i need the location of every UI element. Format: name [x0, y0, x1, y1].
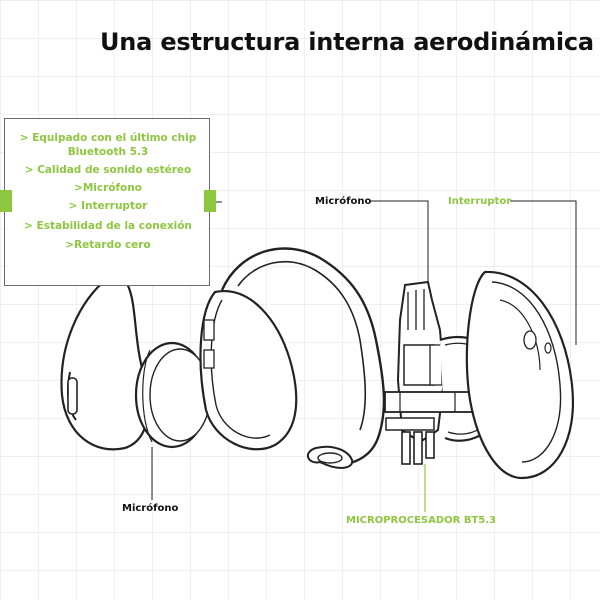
feature-item-switch: > Interruptor	[68, 200, 148, 212]
label-microphone-bottom: Micrófono	[122, 503, 179, 514]
feature-list-box: > Equipado con el último chip Bluetooth …	[4, 118, 210, 286]
feature-item-microphone: >Micrófono	[74, 182, 142, 194]
label-microprocessor: MICROPROCESADOR BT5.3	[346, 515, 496, 526]
feature-item-connection-stability: > Estabilidad de la conexión	[24, 220, 192, 232]
right-tab-marker	[204, 190, 216, 212]
feature-item-zero-latency: >Retardo cero	[65, 239, 151, 251]
page-title: Una estructura interna aerodinámica	[100, 28, 594, 56]
feature-item-stereo-sound: > Calidad de sonido estéreo	[24, 164, 192, 176]
left-tab-marker	[0, 190, 12, 212]
feature-item-bluetooth-chip: > Equipado con el último chip Bluetooth …	[19, 132, 197, 158]
label-switch: Interruptor	[448, 196, 512, 207]
label-microphone-top: Micrófono	[315, 196, 372, 207]
